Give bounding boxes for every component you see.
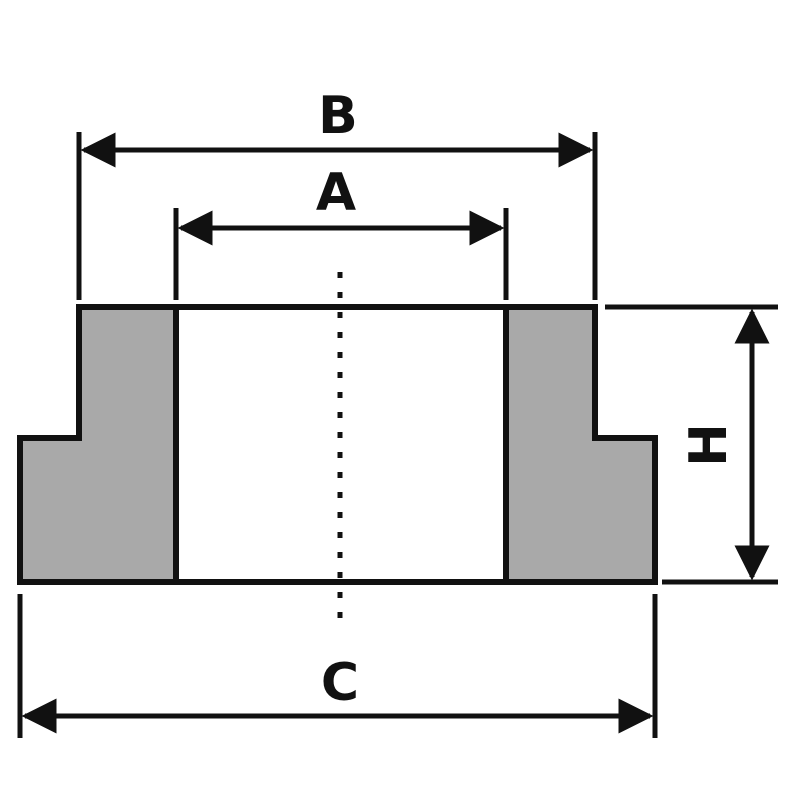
dim-c-label: C — [321, 653, 359, 713]
right-wall-section — [503, 304, 658, 585]
dim-a-label: A — [316, 163, 356, 223]
dim-h-label: H — [679, 423, 739, 467]
dim-b-label: B — [318, 86, 358, 146]
left-wall-section — [17, 304, 179, 585]
